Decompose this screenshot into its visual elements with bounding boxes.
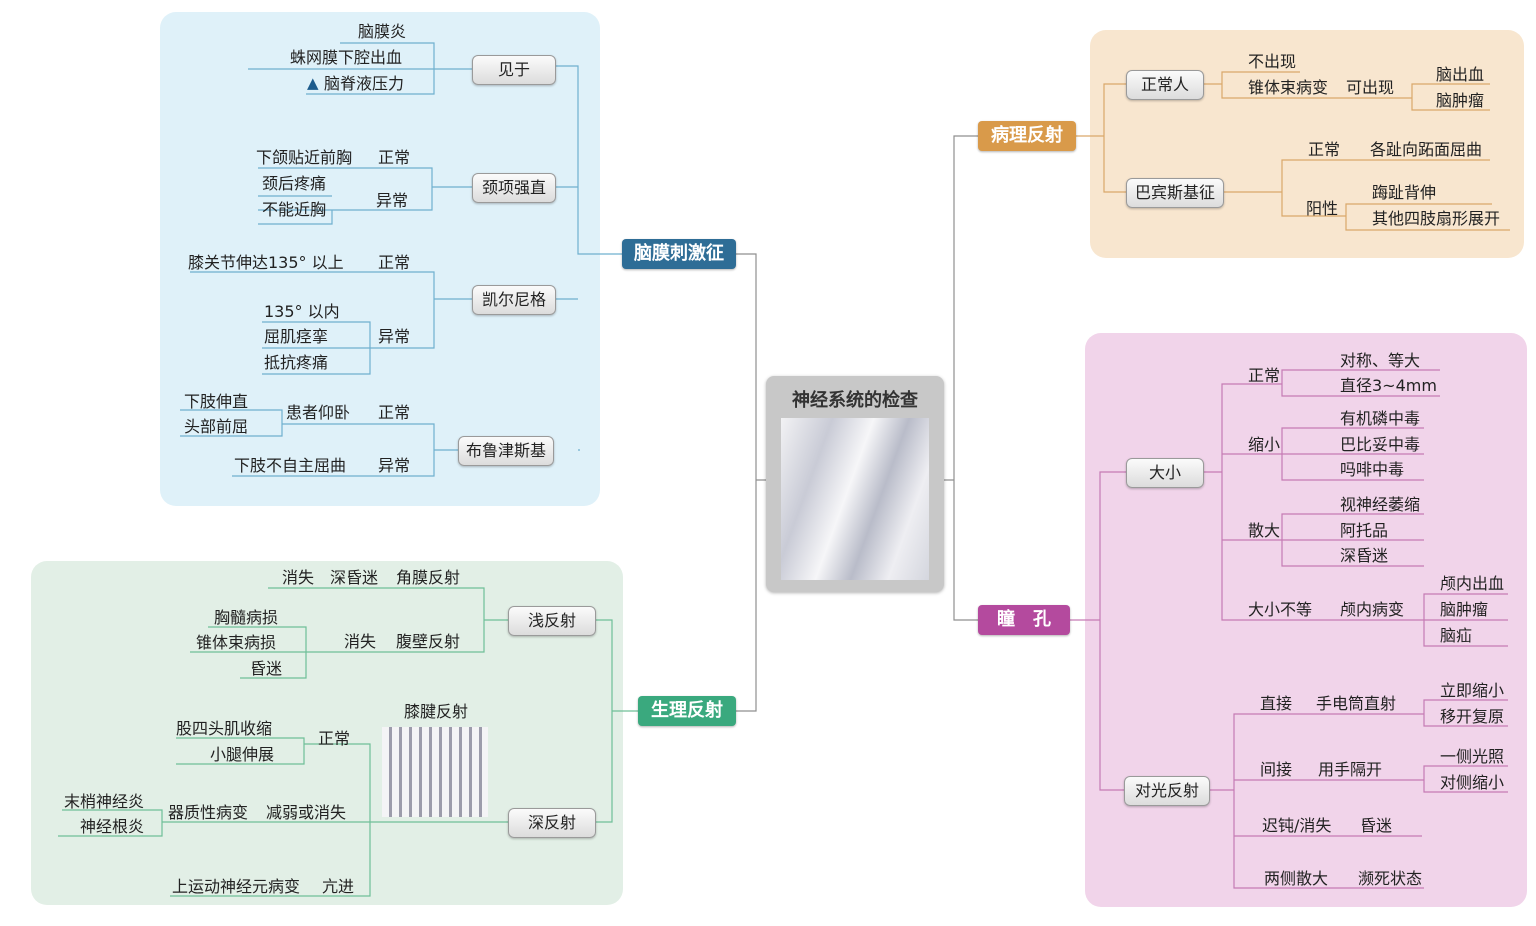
superficial-line-2: 深昏迷 bbox=[330, 568, 379, 587]
light-line-7: 一侧光照 bbox=[1440, 747, 1505, 766]
deep-line-4: 末梢神经炎 bbox=[64, 792, 145, 811]
size-line-12: 大小不等 bbox=[1248, 600, 1313, 619]
light-line-12: 濒死状态 bbox=[1358, 869, 1423, 888]
seen-in-item-3: 脑脊液压力 bbox=[324, 74, 405, 93]
brudzinski-abnormal: 异常 bbox=[378, 456, 411, 475]
normal-person-line-1: 不出现 bbox=[1248, 52, 1297, 71]
knee-reflex-photo bbox=[382, 727, 488, 817]
kernig-item-3: 屈肌痉挛 bbox=[264, 327, 329, 346]
light-line-5: 间接 bbox=[1260, 760, 1293, 779]
size-line-14: 颅内出血 bbox=[1440, 574, 1505, 593]
babinski-line-3: 阳性 bbox=[1306, 199, 1339, 218]
size-line-3: 直径3~4mm bbox=[1340, 376, 1437, 395]
normal-person-line-4: 脑出血 bbox=[1436, 65, 1485, 84]
superficial-line-8: 腹壁反射 bbox=[396, 632, 461, 651]
brudzinski-item-1: 下肢伸直 bbox=[184, 392, 249, 411]
patient-exam-photo bbox=[781, 418, 929, 580]
brudzinski-item-4: 下肢不自主屈曲 bbox=[234, 456, 347, 475]
neck-normal: 正常 bbox=[378, 148, 411, 167]
brudzinski-item-3: 患者仰卧 bbox=[286, 403, 351, 422]
center-node: 神经系统的检查 bbox=[766, 376, 944, 592]
center-title: 神经系统的检查 bbox=[792, 390, 918, 411]
topic-physio[interactable]: 生理反射 bbox=[638, 696, 736, 726]
kernig-normal: 正常 bbox=[378, 253, 411, 272]
neck-item-3: 不能近胸 bbox=[262, 200, 327, 219]
deep-line-8: 上运动神经元病变 bbox=[172, 877, 301, 896]
size-line-1: 正常 bbox=[1248, 366, 1281, 385]
size-line-8: 散大 bbox=[1248, 521, 1281, 540]
size-line-10: 阿托品 bbox=[1340, 521, 1389, 540]
deep-line-6: 器质性病变 bbox=[168, 803, 249, 822]
size-line-15: 脑肿瘤 bbox=[1440, 600, 1489, 619]
size-line-16: 脑疝 bbox=[1440, 626, 1473, 645]
superficial-line-6: 昏迷 bbox=[250, 659, 283, 678]
normal-person-line-3: 可出现 bbox=[1346, 78, 1395, 97]
node-seen-in[interactable]: 见于 bbox=[472, 55, 556, 85]
light-line-2: 手电筒直射 bbox=[1316, 694, 1397, 713]
babinski-line-1: 正常 bbox=[1308, 140, 1341, 159]
light-line-3: 立即缩小 bbox=[1440, 681, 1505, 700]
superficial-line-7: 消失 bbox=[344, 632, 377, 651]
light-line-10: 昏迷 bbox=[1360, 816, 1393, 835]
size-line-5: 有机磷中毒 bbox=[1340, 409, 1421, 428]
size-line-2: 对称、等大 bbox=[1340, 351, 1421, 370]
kernig-item-1: 膝关节伸达135° 以上 bbox=[188, 253, 344, 272]
light-line-6: 用手隔开 bbox=[1318, 760, 1383, 779]
size-line-9: 视神经萎缩 bbox=[1340, 495, 1421, 514]
light-line-1: 直接 bbox=[1260, 694, 1293, 713]
node-pupil-size[interactable]: 大小 bbox=[1126, 458, 1204, 488]
seen-in-item-2: 蛛网膜下腔出血 bbox=[290, 48, 403, 67]
node-deep-reflex[interactable]: 深反射 bbox=[508, 808, 596, 838]
node-neck-stiffness[interactable]: 颈项强直 bbox=[472, 173, 556, 203]
normal-person-line-2: 锥体束病变 bbox=[1248, 78, 1329, 97]
light-line-4: 移开复原 bbox=[1440, 707, 1505, 726]
deep-line-1: 股四头肌收缩 bbox=[176, 719, 273, 738]
deep-line-9: 亢进 bbox=[322, 877, 355, 896]
light-line-9: 迟钝/消失 bbox=[1262, 816, 1332, 835]
neck-abnormal: 异常 bbox=[376, 191, 409, 210]
size-line-13: 颅内病变 bbox=[1340, 600, 1405, 619]
deep-line-7: 减弱或消失 bbox=[266, 803, 347, 822]
deep-line-3: 正常 bbox=[318, 729, 351, 748]
topic-patho[interactable]: 病理反射 bbox=[978, 121, 1076, 151]
superficial-line-5: 锥体束病损 bbox=[196, 633, 277, 652]
deep-line-2: 小腿伸展 bbox=[210, 745, 275, 764]
node-light-reflex[interactable]: 对光反射 bbox=[1124, 776, 1210, 806]
superficial-line-4: 胸髓病损 bbox=[214, 608, 279, 627]
size-line-6: 巴比妥中毒 bbox=[1340, 435, 1421, 454]
node-superficial-reflex[interactable]: 浅反射 bbox=[508, 606, 596, 636]
brudzinski-item-2: 头部前屈 bbox=[184, 417, 249, 436]
superficial-line-1: 消失 bbox=[282, 568, 315, 587]
kernig-item-2: 135° 以内 bbox=[264, 302, 340, 321]
neck-item-2: 颈后疼痛 bbox=[262, 174, 327, 193]
size-line-7: 吗啡中毒 bbox=[1340, 460, 1405, 479]
babinski-line-5: 其他四肢扇形展开 bbox=[1372, 209, 1501, 228]
kernig-item-4: 抵抗疼痛 bbox=[264, 353, 329, 372]
size-line-11: 深昏迷 bbox=[1340, 546, 1389, 565]
knee-reflex-label: 膝腱反射 bbox=[404, 702, 469, 721]
neck-item-1: 下颌贴近前胸 bbox=[256, 148, 353, 167]
brudzinski-normal: 正常 bbox=[378, 403, 411, 422]
up-arrow-icon: ▲ bbox=[307, 74, 319, 92]
babinski-line-2: 各趾向跖面屈曲 bbox=[1370, 140, 1483, 159]
light-line-11: 两侧散大 bbox=[1264, 869, 1329, 888]
patho-panel bbox=[1090, 30, 1524, 258]
size-line-4: 缩小 bbox=[1248, 435, 1281, 454]
babinski-line-4: 踇趾背伸 bbox=[1372, 183, 1437, 202]
normal-person-line-5: 脑肿瘤 bbox=[1436, 91, 1485, 110]
node-babinski[interactable]: 巴宾斯基征 bbox=[1126, 178, 1224, 208]
superficial-line-3: 角膜反射 bbox=[396, 568, 461, 587]
seen-in-item-1: 脑膜炎 bbox=[358, 22, 407, 41]
node-kernig[interactable]: 凯尔尼格 bbox=[472, 285, 556, 315]
light-line-8: 对侧缩小 bbox=[1440, 773, 1505, 792]
kernig-abnormal: 异常 bbox=[378, 327, 411, 346]
deep-line-5: 神经根炎 bbox=[80, 817, 145, 836]
topic-pupil[interactable]: 瞳 孔 bbox=[978, 605, 1070, 635]
node-brudzinski[interactable]: 布鲁津斯基 bbox=[458, 436, 554, 466]
topic-meningeal[interactable]: 脑膜刺激征 bbox=[622, 239, 736, 269]
node-normal-person[interactable]: 正常人 bbox=[1126, 70, 1204, 100]
